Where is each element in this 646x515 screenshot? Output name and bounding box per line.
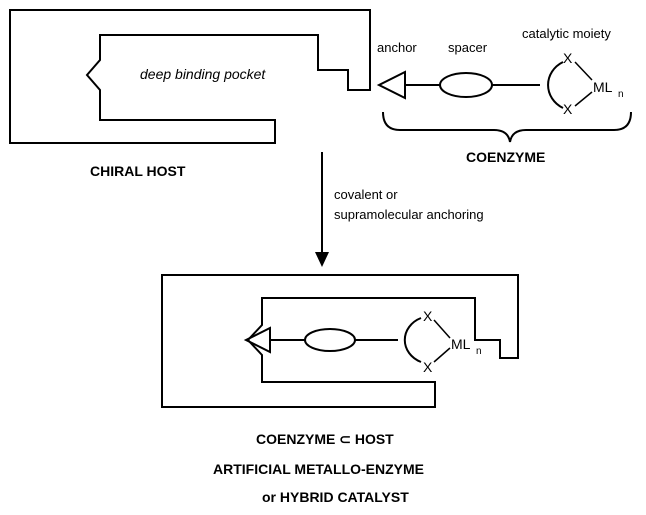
x-top-label: X bbox=[563, 50, 573, 66]
hybrid-catalyst-label: or HYBRID CATALYST bbox=[262, 489, 409, 505]
spacer-label: spacer bbox=[448, 40, 488, 55]
anchoring-label-line2: supramolecular anchoring bbox=[334, 207, 484, 222]
spacer-ellipse bbox=[439, 72, 493, 98]
anchoring-arrowhead bbox=[315, 252, 329, 267]
catalytic-moiety-arc bbox=[547, 61, 564, 109]
anchoring-label-line1: covalent or bbox=[334, 187, 398, 202]
bound-x-top-to-metal-bond bbox=[433, 319, 451, 339]
bound-anchor-triangle bbox=[243, 326, 271, 354]
anchor-label: anchor bbox=[377, 40, 417, 55]
bound-spacer-ellipse bbox=[304, 328, 356, 352]
x-bottom-label: X bbox=[563, 101, 573, 117]
anchor-triangle bbox=[376, 70, 406, 100]
coenzyme-label: COENZYME bbox=[466, 149, 545, 165]
deep-binding-pocket-label: deep binding pocket bbox=[140, 66, 266, 82]
chiral-host-outline bbox=[9, 9, 371, 144]
host-complex-outline bbox=[161, 274, 519, 408]
artificial-metallo-enzyme-label: ARTIFICIAL METALLO-ENZYME bbox=[213, 461, 424, 477]
ml-subscript-n: n bbox=[618, 89, 624, 100]
bound-x-bottom-label: X bbox=[423, 359, 433, 375]
chiral-host-label: CHIRAL HOST bbox=[90, 163, 186, 179]
x-top-to-metal-bond bbox=[574, 61, 593, 81]
bound-catalytic-moiety-arc bbox=[403, 317, 422, 363]
catalytic-moiety-label: catalytic moiety bbox=[522, 26, 611, 41]
bound-x-bottom-to-metal-bond bbox=[433, 347, 451, 363]
bound-ml-subscript-n: n bbox=[476, 346, 482, 357]
bound-ml-label: ML bbox=[451, 336, 471, 352]
bound-x-top-label: X bbox=[423, 308, 433, 324]
coenzyme-brace bbox=[382, 111, 632, 143]
ml-label: ML bbox=[593, 79, 613, 95]
coenzyme-subset-host-label: COENZYME ⊂ HOST bbox=[256, 431, 394, 447]
x-bottom-to-metal-bond bbox=[574, 91, 593, 107]
